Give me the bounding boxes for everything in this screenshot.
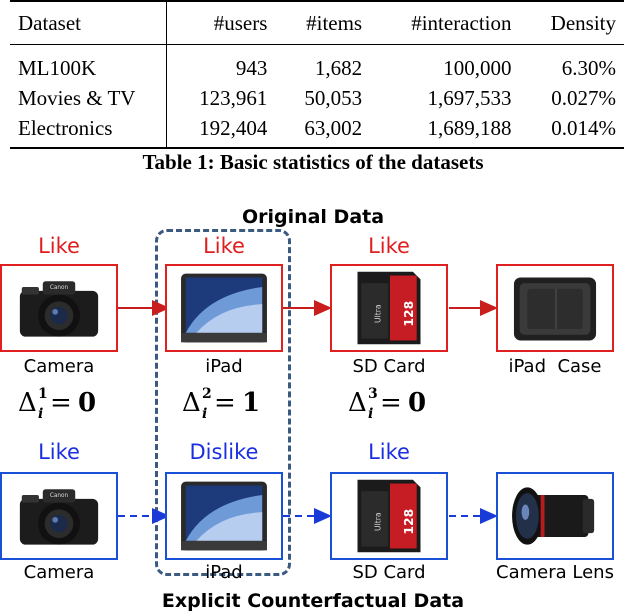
svg-text:Ultra: Ultra (373, 512, 382, 531)
delta-value: 0 (408, 388, 426, 418)
svg-text:128: 128 (401, 301, 416, 327)
table-cell: 100,000 (370, 45, 519, 84)
table-cell: 1,697,533 (370, 83, 519, 113)
delta-superscript: 2 (202, 386, 212, 402)
item-label-ipad: iPad (155, 356, 293, 377)
dataset-statistics-table: Dataset #users #items #interaction Densi… (10, 0, 624, 149)
delta-superscript: 1 (38, 386, 48, 402)
table-cell: 943 (167, 45, 276, 84)
table-cell: 1,682 (275, 45, 370, 84)
delta-symbol: Δ (182, 388, 201, 418)
column-header: #items (275, 1, 370, 45)
camera-image: Canon (0, 264, 118, 352)
like-label: Like (330, 440, 448, 464)
column-header: #users (167, 1, 276, 45)
dislike-label: Dislike (155, 440, 293, 464)
delta-symbol: Δ (18, 388, 37, 418)
delta-3: Δ 3 i = 0 (348, 388, 438, 428)
like-label: Like (0, 234, 118, 258)
item-label-sd-card: SD Card (320, 356, 458, 377)
sd-card-image: 128 Ultra (330, 472, 448, 560)
svg-text:Ultra: Ultra (373, 304, 382, 323)
table-cell: Movies & TV (10, 83, 167, 113)
svg-text:128: 128 (401, 509, 416, 535)
table-cell: 0.014% (520, 113, 625, 148)
ipad-case-image (496, 264, 614, 352)
like-label: Like (330, 234, 448, 258)
like-label: Like (0, 440, 118, 464)
table-cell: Electronics (10, 113, 167, 148)
item-label-ipad: iPad (155, 562, 293, 583)
table-cell: 123,961 (167, 83, 276, 113)
table-cell: 1,689,188 (370, 113, 519, 148)
item-label-camera: Camera (0, 562, 128, 583)
column-header: #interaction (370, 1, 519, 45)
camera-lens-image (496, 472, 614, 560)
sd-card-image: 128 Ultra (330, 264, 448, 352)
delta-2: Δ 2 i = 1 (182, 388, 272, 428)
item-label-camera: Camera (0, 356, 128, 377)
ipad-image (165, 472, 283, 560)
column-header: Dataset (10, 1, 167, 45)
counterfactual-figure: Original Data Like Like Like (0, 190, 626, 616)
svg-text:Canon: Canon (50, 285, 69, 291)
table-row: Electronics 192,404 63,002 1,689,188 0.0… (10, 113, 624, 148)
table-cell: ML100K (10, 45, 167, 84)
table-caption: Table 1: Basic statistics of the dataset… (0, 150, 626, 175)
delta-subscript: i (38, 406, 43, 422)
delta-subscript: i (202, 406, 207, 422)
delta-1: Δ 1 i = 0 (18, 388, 108, 428)
table-cell: 0.027% (520, 83, 625, 113)
column-header: Density (520, 1, 625, 45)
table-header-row: Dataset #users #items #interaction Densi… (10, 1, 624, 45)
table-row: ML100K 943 1,682 100,000 6.30% (10, 45, 624, 84)
delta-subscript: i (368, 406, 373, 422)
camera-image: Canon (0, 472, 118, 560)
table-row: Movies & TV 123,961 50,053 1,697,533 0.0… (10, 83, 624, 113)
like-label: Like (165, 234, 283, 258)
table-cell: 63,002 (275, 113, 370, 148)
item-label-sd-card: SD Card (320, 562, 458, 583)
delta-value: 0 (78, 388, 96, 418)
delta-value: 1 (242, 388, 260, 418)
delta-superscript: 3 (368, 386, 378, 402)
table-cell: 50,053 (275, 83, 370, 113)
counterfactual-data-title: Explicit Counterfactual Data (0, 590, 626, 612)
delta-symbol: Δ (348, 388, 367, 418)
table-cell: 192,404 (167, 113, 276, 148)
svg-text:Canon: Canon (50, 493, 69, 499)
item-label-camera-lens: Camera Lens (486, 562, 624, 583)
ipad-image (165, 264, 283, 352)
item-label-ipad-case: iPad Case (486, 356, 624, 377)
table-cell: 6.30% (520, 45, 625, 84)
